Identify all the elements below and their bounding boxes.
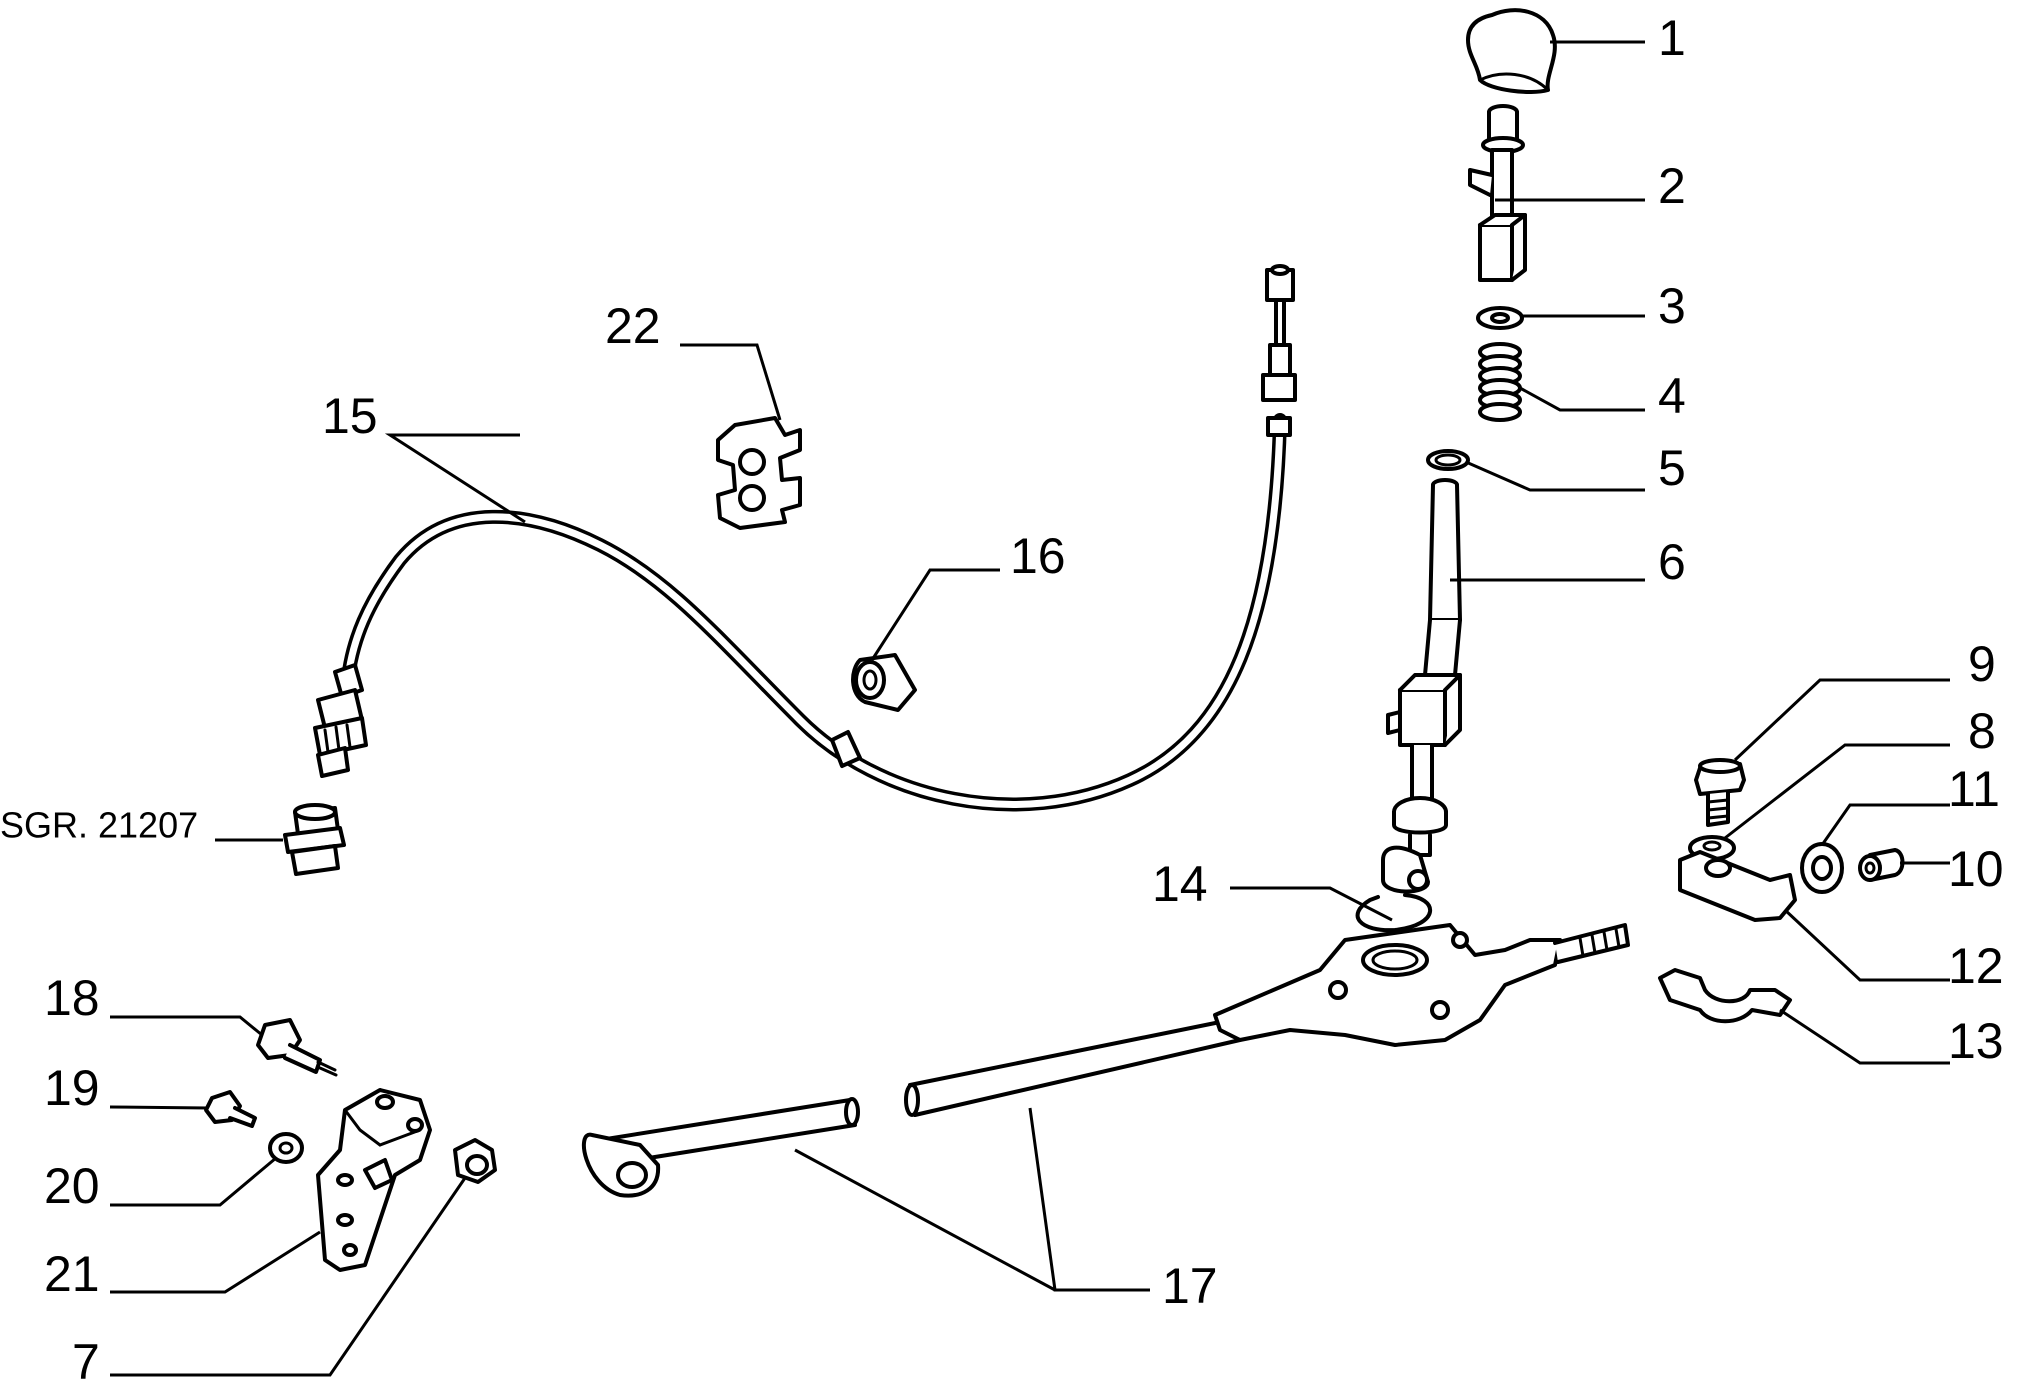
spacer-part — [1858, 848, 1905, 882]
screw-part — [204, 1090, 257, 1128]
grommet-part — [851, 653, 917, 712]
label-5: 5 — [1658, 440, 1686, 496]
leader-lines — [109, 40, 1950, 1377]
label-22: 22 — [605, 298, 661, 354]
selector-rod-part — [582, 923, 1630, 1198]
label-18: 18 — [44, 970, 100, 1026]
label-3: 3 — [1658, 278, 1686, 334]
label-1: 1 — [1658, 10, 1686, 66]
bush-part — [1800, 842, 1844, 894]
ring-part — [1426, 449, 1470, 471]
clamp-part — [1658, 968, 1792, 1024]
label-20: 20 — [44, 1158, 100, 1214]
spring-part — [1478, 342, 1522, 422]
bolt-part — [1694, 758, 1746, 827]
washer-part — [1476, 306, 1524, 330]
support-bracket-part — [316, 1088, 432, 1272]
label-15: 15 — [322, 388, 378, 444]
sgr-fitting-part — [283, 803, 346, 876]
label-8: 8 — [1968, 703, 1996, 759]
label-7: 7 — [72, 1334, 100, 1384]
label-10: 10 — [1948, 841, 2004, 897]
lever-sleeve-part — [1468, 104, 1527, 282]
label-19: 19 — [44, 1060, 100, 1116]
label-21: 21 — [44, 1246, 100, 1302]
nut-part — [453, 1138, 497, 1184]
label-12: 12 — [1948, 938, 2004, 994]
circlip-part — [1355, 893, 1433, 933]
label-9: 9 — [1968, 636, 1996, 692]
cable-part — [313, 264, 1297, 812]
label-6: 6 — [1658, 534, 1686, 590]
bracket-part — [1678, 850, 1797, 922]
label-4: 4 — [1658, 368, 1686, 424]
label-13: 13 — [1948, 1013, 2004, 1069]
label-sgr-21207: SGR. 21207 — [0, 805, 198, 846]
clip-part — [716, 416, 802, 530]
label-17: 17 — [1162, 1258, 1218, 1314]
label-11: 11 — [1948, 761, 2000, 817]
gear-lever-rod-part — [1381, 478, 1462, 894]
label-2: 2 — [1658, 158, 1686, 214]
washer-part-20 — [268, 1132, 304, 1164]
label-14: 14 — [1152, 856, 1208, 912]
label-16: 16 — [1010, 528, 1066, 584]
part-labels: 1 2 3 4 5 6 9 8 11 10 12 13 14 15 16 22 … — [0, 10, 2004, 1384]
bolt-part-18 — [256, 1018, 338, 1077]
gear-knob-part — [1466, 8, 1557, 94]
